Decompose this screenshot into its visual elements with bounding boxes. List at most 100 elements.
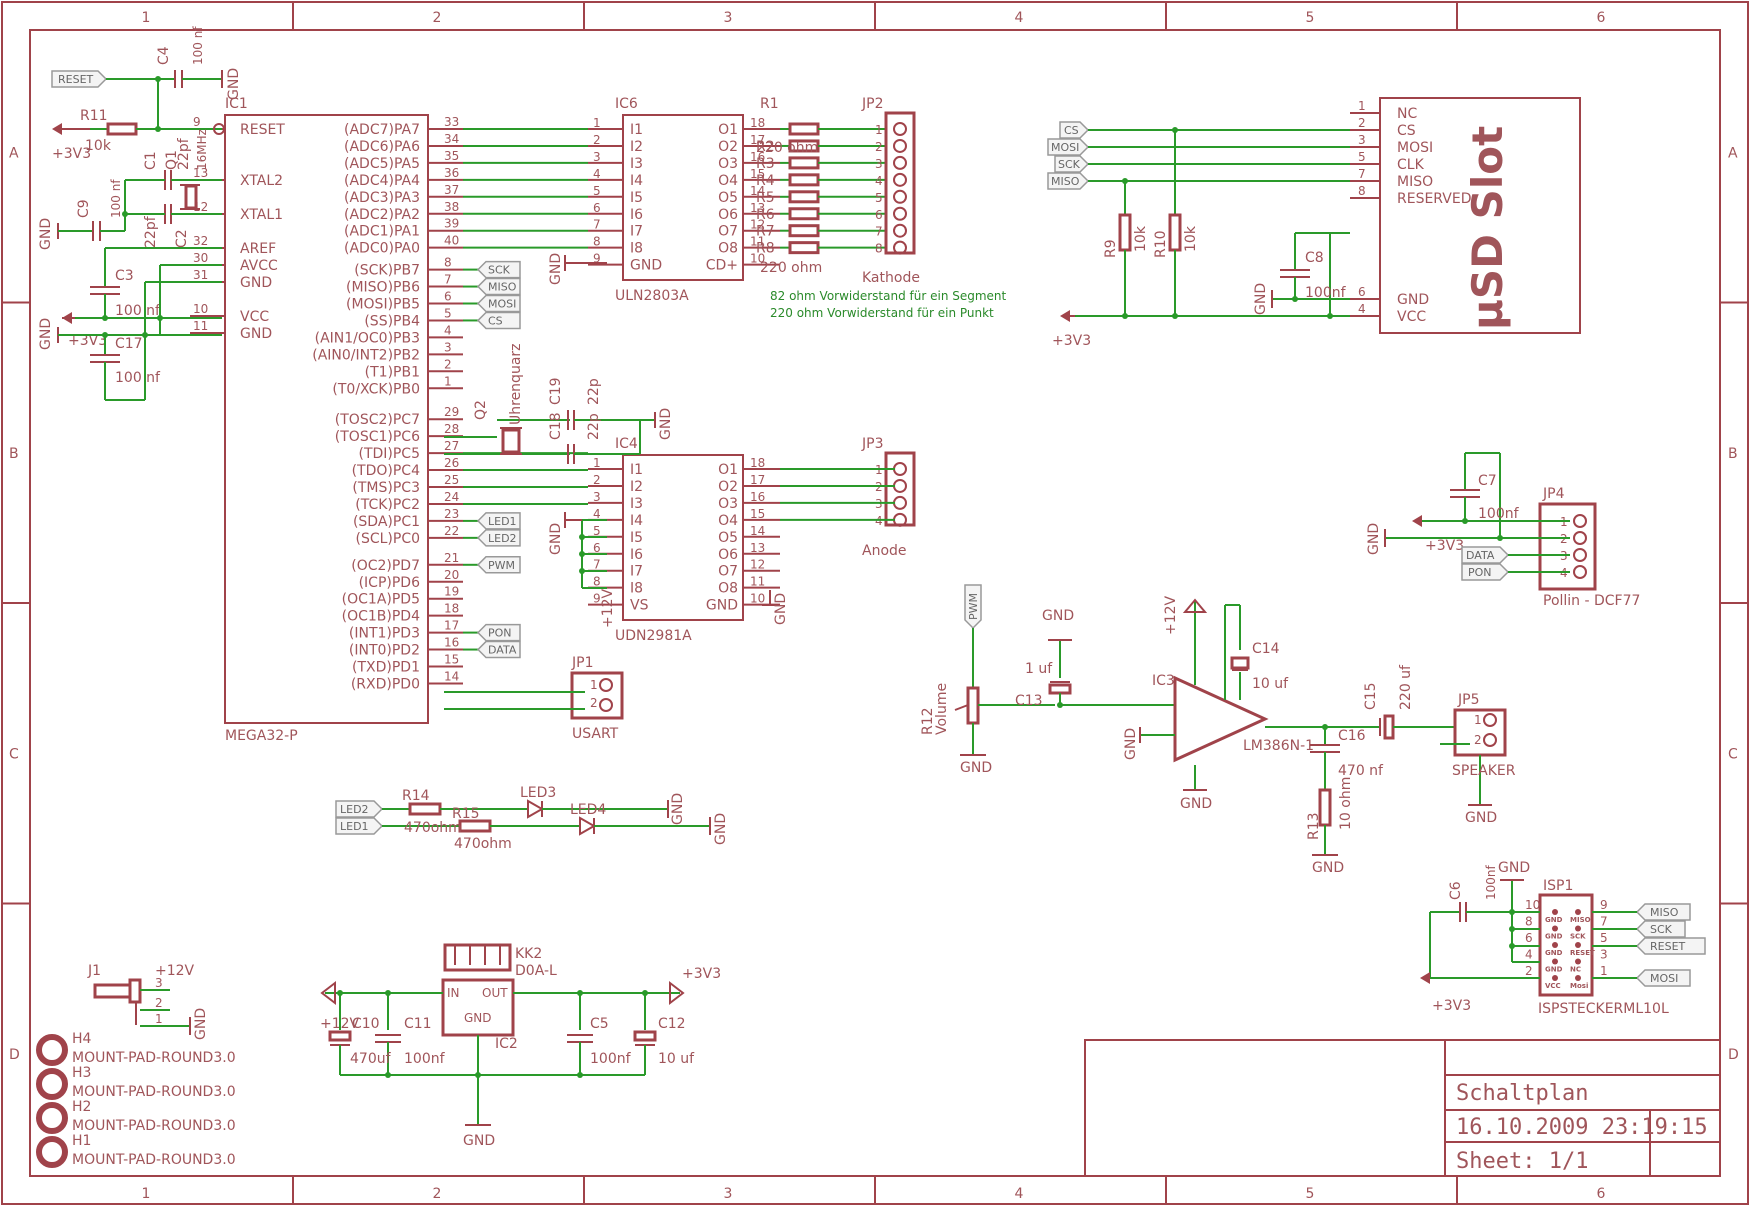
net-label-data-text: DATA: [488, 644, 517, 657]
mount-pad-label: H1: [72, 1133, 91, 1149]
c13-label: C13: [1015, 693, 1043, 709]
mcu-pin-num: 7: [444, 273, 452, 287]
sd-pin-name: MOSI: [1397, 140, 1433, 156]
r10-label: R10: [1153, 230, 1169, 258]
mcu-pin-num: 20: [444, 568, 459, 582]
chip-pin-num: 12: [750, 218, 765, 232]
net-label-led2: [476, 529, 521, 547]
chip-pin-name: I8: [630, 581, 643, 597]
sd-pin-num: 3: [1358, 133, 1366, 147]
resistor-label: R8: [756, 241, 775, 257]
c7-label: C7: [1478, 473, 1497, 489]
net-label-mosi-text: MOSI: [488, 298, 516, 311]
sd-pin-name: MISO: [1397, 174, 1433, 190]
sd-pin-name: VCC: [1397, 309, 1426, 325]
jp1-connector: 12 JP1 USART: [444, 655, 624, 742]
pa-bus-wires: [463, 128, 588, 249]
chip-pin-name: I1: [630, 462, 643, 478]
mcu-pin-name: (TDI)PC5: [358, 446, 420, 462]
chip-pin-num: 7: [593, 218, 601, 232]
jp2-pin-num: 4: [875, 174, 883, 188]
gnd-left-label: GND: [38, 318, 54, 350]
chip-pin-name: I3: [630, 156, 643, 172]
c16-value: 470 nf: [1338, 763, 1384, 779]
title-block: Schaltplan 16.10.2009 23:19:15 Sheet: 1/…: [1084, 1039, 1721, 1177]
chip-pin-name: O5: [718, 190, 738, 206]
mount-pad-part: MOUNT-PAD-ROUND3.0: [72, 1050, 236, 1066]
mcu-pin-num: 23: [444, 507, 459, 521]
col-label-bottom: 1: [142, 1186, 151, 1202]
chip-pin-num: 5: [593, 184, 601, 198]
c14-value: 10 uf: [1252, 676, 1289, 692]
resistor-label: R7: [756, 224, 775, 240]
r13-gnd-label: GND: [1312, 860, 1344, 876]
ic3-label: IC3: [1152, 673, 1175, 689]
jp4-label: JP4: [1542, 486, 1565, 502]
mcu-pin-name: (TOSC2)PC7: [335, 412, 420, 428]
chip-pin-num: 6: [593, 541, 601, 555]
jp2-pin-num: 7: [875, 225, 883, 239]
c11-label: C11: [404, 1016, 432, 1032]
watch-crystal: GND Q2 Uhrenquarz C18 C19 22p 22p: [444, 344, 674, 464]
chip-pin-num: 14: [750, 524, 765, 538]
chip-pin-name: I7: [630, 564, 643, 580]
mcu-pin-name: (RXD)PD0: [351, 676, 420, 692]
row-label-left: A: [9, 145, 19, 161]
mcu-pin-name: (OC2)PD7: [351, 558, 420, 574]
jp2-label: JP2: [861, 96, 883, 112]
col-label-bottom: 3: [724, 1186, 733, 1202]
mcu-pin-num: 16: [444, 636, 459, 650]
mcu-pin-num: 8: [444, 256, 452, 270]
sd-pin-name: CLK: [1397, 157, 1425, 173]
isp-pin-num: 3: [1600, 948, 1608, 962]
row-label-left: C: [9, 746, 19, 762]
udn-name: IC4: [615, 436, 638, 452]
c11-value: 100nf: [404, 1051, 446, 1067]
chip-pin-name: CD+: [706, 258, 738, 274]
c4-top-gnd: GND: [226, 68, 242, 100]
mcu-pin-name: XTAL1: [240, 207, 283, 223]
net-label-sck-isp: [1635, 920, 1686, 938]
udn-gnd2-label: GND: [773, 593, 789, 625]
mcu-pin-num: 10: [193, 302, 208, 316]
audio-amplifier: PWM GND R12 Volume GND 1 uf C13 IC3 LM38…: [920, 584, 1516, 876]
net-label-cs-text: CS: [1064, 124, 1079, 137]
chip-pin-name: I2: [630, 139, 643, 155]
r14-label: R14: [402, 788, 430, 804]
r12-gnd-label: GND: [960, 760, 992, 776]
net-label-mosi-sd: [1047, 138, 1090, 156]
sd-pin-num: 5: [1358, 150, 1366, 164]
c2-label: C2: [174, 229, 190, 248]
sd-pin-num: 6: [1358, 285, 1366, 299]
chip-pin-num: 6: [593, 201, 601, 215]
net-label-data-jp4-text: DATA: [1466, 549, 1495, 562]
chip-pin-name: O6: [718, 547, 738, 563]
sd-pin-num: 8: [1358, 184, 1366, 198]
c10-label: C10: [352, 1016, 380, 1032]
sd-pin-num: 7: [1358, 167, 1366, 181]
mcu-pin-num: 2: [444, 357, 452, 371]
c5-value: 100nf: [590, 1051, 632, 1067]
chip-pin-num: 3: [593, 490, 601, 504]
row-label-left: B: [9, 446, 19, 462]
c15-value: 220 uf: [1398, 664, 1414, 710]
chip-pin-name: O5: [718, 530, 738, 546]
net-label-led1-left: [335, 817, 384, 835]
mcu-pin-name: (T1)PB1: [365, 364, 420, 380]
chip-pin-num: 9: [593, 252, 601, 266]
c12-value: 10 uf: [658, 1051, 695, 1067]
net-label-sck: [476, 260, 521, 279]
mcu-pin-name: (ADC2)PA2: [344, 207, 420, 223]
c9-value: 100 nf: [109, 179, 123, 218]
mcu-part: MEGA32-P: [225, 728, 298, 744]
net-label-pwm-vol-text: PWM: [967, 593, 980, 620]
sd-pin-num: 1: [1358, 99, 1366, 113]
jp1-label: JP1: [571, 655, 593, 671]
isp-pin-name: MISO: [1570, 916, 1591, 924]
sd-vcc-label: +3V3: [1052, 333, 1091, 349]
c14-label: C14: [1252, 641, 1280, 657]
chip-pin-name: I4: [630, 173, 643, 189]
mcu-pin-name: (T0/XCK)PB0: [332, 381, 420, 397]
